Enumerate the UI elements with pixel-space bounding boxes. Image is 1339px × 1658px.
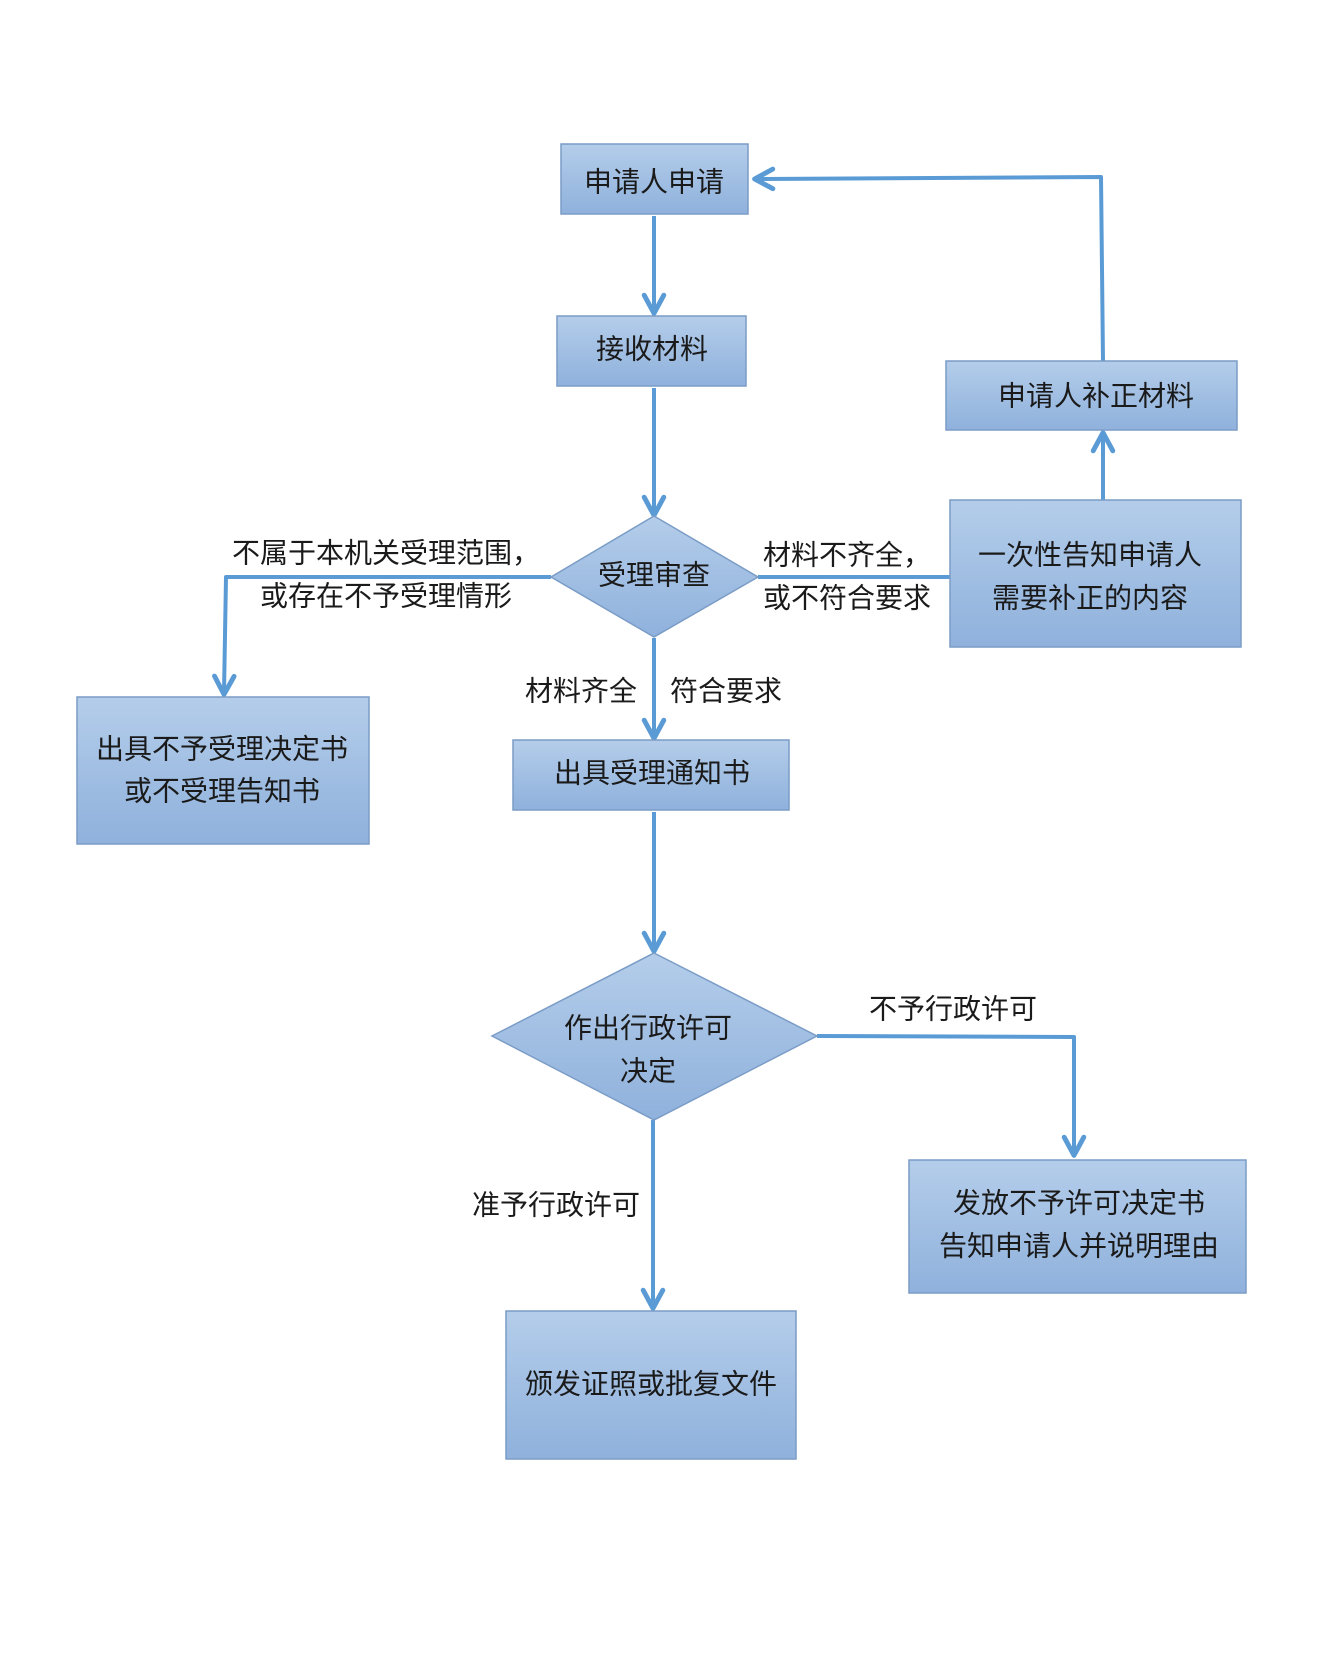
node-receive: 接收材料 [556,315,747,387]
node-deny-line1: 发放不予许可决定书 [953,1187,1205,1220]
node-apply-label: 申请人申请 [584,166,724,199]
node-notify-line2: 需要补正的内容 [992,582,1188,615]
edge-supplement-to-apply [752,166,1105,362]
node-reject-line1: 出具不予受理决定书 [96,733,348,766]
node-review-label: 受理审查 [598,559,710,592]
node-notify-line1: 一次性告知申请人 [978,539,1202,572]
node-supplement-label: 申请人补正材料 [998,380,1194,413]
label-complete-left: 材料齐全 [525,675,637,708]
node-decision-line2: 决定 [620,1055,676,1088]
node-receive-label: 接收材料 [596,333,708,366]
node-review-diamond: 受理审查 [549,515,760,638]
edge-decision-to-deny [816,1034,1087,1158]
node-accept-notice: 出具受理通知书 [512,739,790,811]
node-deny-line2: 告知申请人并说明理由 [939,1230,1219,1263]
edge-labels: 不属于本机关受理范围， 或存在不予受理情形 材料不齐全， 或不符合要求 材料齐全… [232,537,1037,1222]
edge-review-to-reject [212,575,551,697]
label-out-of-scope-line1: 不属于本机关受理范围， [232,537,540,570]
label-complete-right: 符合要求 [670,675,782,708]
label-incomplete-line1: 材料不齐全， [763,539,931,572]
node-notify: 一次性告知申请人 需要补正的内容 [949,499,1242,648]
node-reject: 出具不予受理决定书 或不受理告知书 [76,696,370,845]
node-deny: 发放不予许可决定书 告知申请人并说明理由 [908,1159,1247,1294]
label-out-of-scope-line2: 或存在不予受理情形 [260,580,512,613]
label-deny: 不予行政许可 [869,993,1037,1026]
label-approve: 准予行政许可 [472,1189,640,1222]
node-issue: 颁发证照或批复文件 [505,1310,797,1460]
node-accept-notice-label: 出具受理通知书 [554,757,750,790]
label-incomplete-line2: 或不符合要求 [763,582,931,615]
connectors [212,166,1116,1311]
node-supplement: 申请人补正材料 [945,360,1238,431]
node-decision-diamond: 作出行政许可 决定 [490,952,819,1121]
node-reject-line2: 或不受理告知书 [124,775,320,808]
node-decision-line1: 作出行政许可 [564,1012,732,1045]
node-issue-label: 颁发证照或批复文件 [525,1368,777,1401]
node-apply: 申请人申请 [560,143,749,215]
